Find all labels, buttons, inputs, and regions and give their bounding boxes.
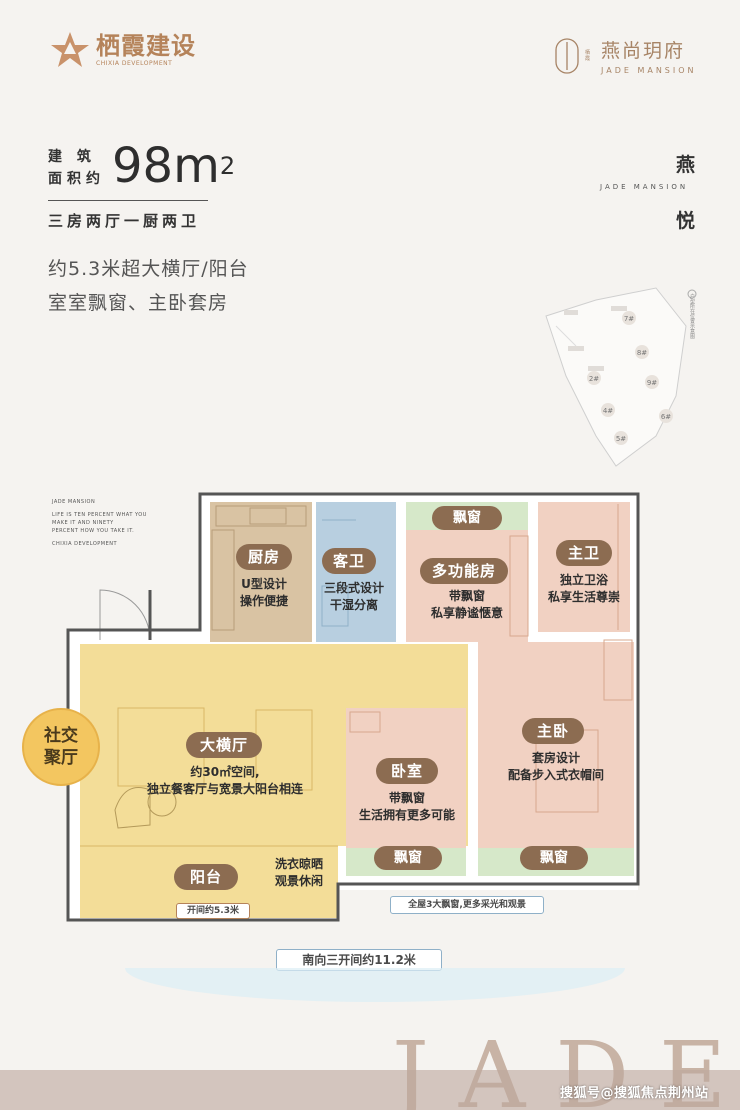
social-badge: 社交聚厅: [22, 708, 100, 786]
bedroom-desc: 带飘窗生活拥有更多可能: [358, 791, 455, 822]
map-building-5: 5#: [616, 435, 626, 443]
bay-note: 全屋3大飘窗,更多采光和观景: [390, 896, 544, 914]
brand-name: 栖霞建设: [96, 31, 196, 60]
guest-bath-tag: 客卫: [322, 548, 376, 574]
project-name: 燕尚玥府: [601, 40, 686, 62]
sky-arc: [125, 968, 625, 1002]
area-label: 建 筑 面积约: [48, 149, 105, 187]
map-building-7: 7#: [624, 315, 634, 323]
map-building-8: 8#: [637, 349, 647, 357]
side-char-top: 燕: [676, 154, 696, 176]
bedroom-window-tag: 飘窗: [374, 846, 442, 870]
project-brand: 栖霞 燕尚玥府 JADE MANSION: [555, 36, 697, 75]
south-width: 南向三开间约11.2米: [276, 949, 442, 971]
master-tag: 主卧: [522, 718, 584, 744]
layout-type: 三房两厅一厨两卫: [48, 212, 201, 230]
chixia-brand: 栖霞建设 CHIXIA DEVELOPMENT: [50, 32, 196, 68]
map-building-9: 9#: [647, 379, 657, 387]
brand-sub: CHIXIA DEVELOPMENT: [96, 60, 173, 67]
slogan: JADE MANSION LIFE IS TEN PERCENT WHAT YO…: [52, 499, 147, 547]
bedroom-tag: 卧室: [376, 758, 438, 784]
project-tiny: 栖霞: [585, 49, 591, 62]
balcony-width: 开间约5.3米: [176, 903, 250, 919]
master-bath-tag: 主卫: [556, 540, 612, 566]
master-bath-area: [538, 502, 630, 632]
multi-room-window-tag: 飘窗: [432, 506, 502, 530]
bottom-band: [0, 1070, 740, 1110]
master-desc: 套房设计配备步入式衣帽间: [507, 751, 604, 782]
map-building-4: 4#: [603, 407, 613, 415]
side-char-bottom: 悦: [676, 210, 696, 232]
area-value: 98m2: [112, 138, 236, 194]
guest-bath-desc: 三段式设计干湿分离: [323, 581, 384, 612]
map-building-6: 6#: [661, 413, 671, 421]
site-map: 7# 8# 9# 2# 4# 5# 6# 户型所在位置示意图: [545, 287, 697, 467]
map-caption: 户型所在位置示意图: [689, 293, 695, 340]
master-window-tag: 飘窗: [520, 846, 588, 870]
side-en: JADE MANSION: [600, 183, 689, 191]
map-building-markers: 7# 8# 9# 2# 4# 5# 6#: [587, 311, 673, 445]
kitchen-desc: U型设计操作便捷: [239, 577, 288, 608]
divider: [48, 200, 208, 201]
kitchen-tag: 厨房: [236, 544, 292, 570]
feature-2: 室室飘窗、主卧套房: [48, 292, 229, 314]
jade-mansion-logo-icon: [555, 37, 579, 74]
project-en: JADE MANSION: [601, 66, 697, 75]
north-arrow-icon: [687, 289, 697, 299]
watermark: 搜狐号@搜狐焦点荆州站: [560, 1086, 709, 1101]
chixia-logo-icon: [51, 32, 89, 67]
balcony-tag: 阳台: [174, 864, 238, 890]
map-building-2: 2#: [589, 375, 599, 383]
kitchen-area: [210, 502, 312, 642]
multi-room-desc: 带飘窗私享静谧惬意: [430, 589, 503, 620]
living-tag: 大横厅: [186, 732, 262, 758]
feature-1: 约5.3米超大横厅/阳台: [48, 258, 249, 280]
living-desc: 约30㎡空间,独立餐客厅与宽景大阳台相连: [146, 765, 303, 796]
master-area: [478, 642, 634, 848]
master-bath-desc: 独立卫浴私享生活尊崇: [547, 573, 620, 604]
floor-plan: [66, 492, 640, 922]
multi-room-tag: 多功能房: [420, 558, 508, 584]
balcony-desc: 洗衣晾晒观景休闲: [274, 857, 323, 888]
